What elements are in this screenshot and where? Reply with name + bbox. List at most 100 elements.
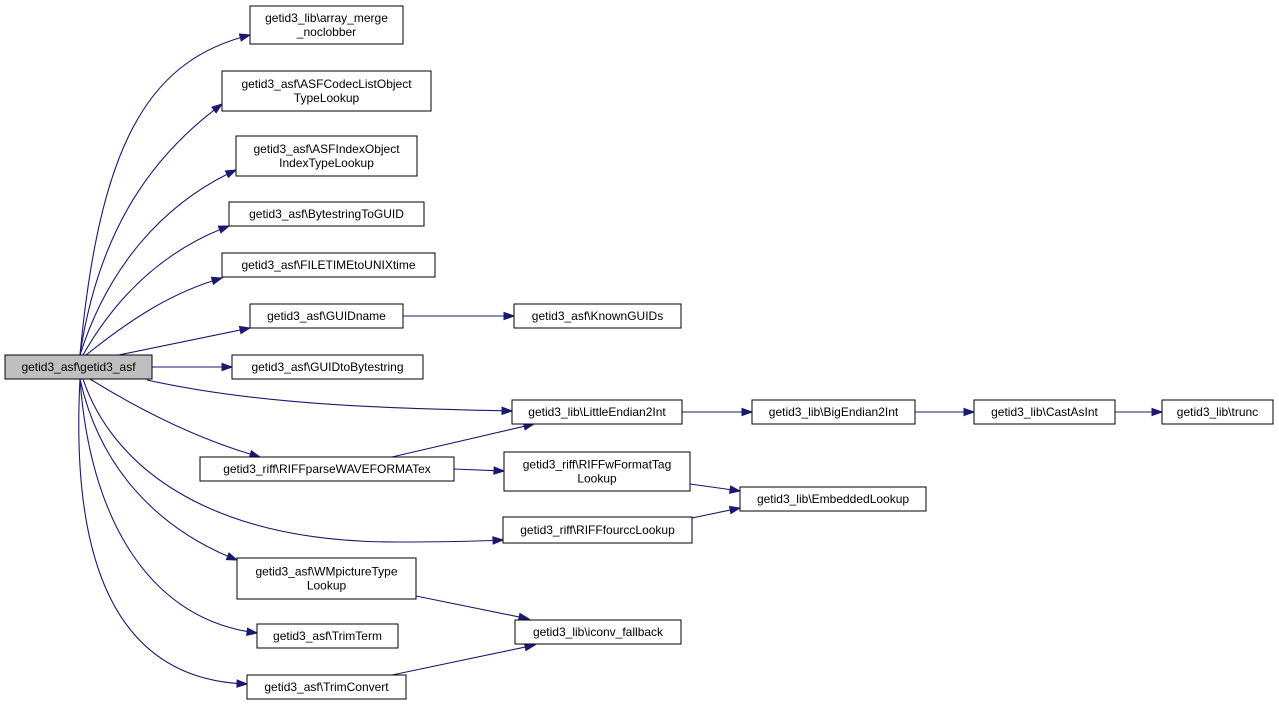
- node-label: getid3_asf\GUIDtoBytestring: [251, 360, 403, 374]
- node-label: getid3_lib\CastAsInt: [991, 405, 1098, 419]
- node-label: getid3_lib\array_merge: [265, 11, 388, 25]
- arrowhead-icon: [1151, 407, 1164, 417]
- node-box: [4, 354, 153, 380]
- node-label: getid3_riff\RIFFwFormatTag: [523, 458, 672, 472]
- edge-line: [79, 378, 258, 634]
- node-box: [1161, 399, 1274, 425]
- node-castint[interactable]: getid3_lib\CastAsInt: [973, 399, 1116, 425]
- node-label: getid3_asf\GUIDname: [267, 309, 386, 323]
- node-label: getid3_asf\ASFCodecListObject: [241, 77, 412, 91]
- node-trimterm[interactable]: getid3_asf\TrimTerm: [256, 623, 399, 649]
- arrowhead-icon: [217, 225, 231, 234]
- node-label: getid3_asf\TrimConvert: [264, 680, 389, 694]
- edge-castint-to-trunc: [1115, 407, 1164, 417]
- arrowhead-icon: [503, 311, 516, 321]
- node-trimconv[interactable]: getid3_asf\TrimConvert: [246, 674, 407, 700]
- node-box: [231, 354, 424, 380]
- edge-line: [82, 225, 230, 356]
- node-merge[interactable]: getid3_lib\array_merge_noclobber: [249, 5, 404, 45]
- arrowhead-icon: [246, 627, 259, 636]
- edge-root-to-codec: [79, 103, 224, 356]
- edges-layer: [78, 33, 1164, 688]
- edge-be2int-to-castint: [915, 407, 976, 417]
- node-label: TypeLookup: [294, 91, 360, 105]
- node-box: [739, 486, 927, 512]
- edge-line: [79, 378, 238, 561]
- node-box: [228, 201, 425, 227]
- node-be2int[interactable]: getid3_lib\BigEndian2Int: [751, 399, 916, 425]
- arrowhead-icon: [221, 362, 234, 372]
- edge-guidname-to-known: [403, 311, 516, 321]
- node-label: getid3_asf\KnownGUIDs: [532, 309, 663, 323]
- arrowhead-icon: [963, 407, 976, 417]
- arrowhead-icon: [728, 505, 742, 515]
- edge-root-to-bytes2g: [82, 225, 231, 356]
- node-iconv[interactable]: getid3_lib\iconv_fallback: [514, 619, 682, 645]
- edge-root-to-trimterm: [79, 378, 259, 636]
- node-g2bytes[interactable]: getid3_asf\GUIDtoBytestring: [231, 354, 424, 380]
- node-label: getid3_asf\TrimTerm: [273, 629, 382, 643]
- arrowhead-icon: [224, 169, 238, 179]
- node-label: _noclobber: [296, 25, 356, 39]
- node-root[interactable]: getid3_asf\getid3_asf: [4, 354, 153, 380]
- edge-root-to-merge: [79, 33, 252, 356]
- node-label: getid3_lib\EmbeddedLookup: [757, 492, 909, 506]
- edge-line: [391, 423, 535, 458]
- node-le2int[interactable]: getid3_lib\LittleEndian2Int: [511, 399, 683, 425]
- edge-root-to-filetime: [85, 276, 224, 356]
- node-riffwave[interactable]: getid3_riff\RIFFparseWAVEFORMATex: [199, 456, 455, 482]
- node-label: getid3_lib\iconv_fallback: [533, 625, 664, 639]
- edge-le2int-to-be2int: [682, 407, 754, 417]
- node-filetime[interactable]: getid3_asf\FILETIMEtoUNIXtime: [221, 252, 436, 278]
- edge-line: [85, 277, 223, 356]
- arrowhead-icon: [501, 406, 514, 416]
- node-box: [256, 623, 399, 649]
- edge-line: [691, 507, 741, 519]
- node-embedded[interactable]: getid3_lib\EmbeddedLookup: [739, 486, 927, 512]
- node-box: [511, 399, 683, 425]
- node-box: [502, 516, 693, 544]
- node-label: getid3_asf\getid3_asf: [21, 360, 136, 374]
- edge-root-to-riffwave: [89, 378, 262, 459]
- edge-line: [391, 644, 536, 676]
- edge-line: [453, 468, 505, 472]
- arrowhead-icon: [741, 407, 754, 417]
- node-label: getid3_asf\ASFIndexObject: [253, 142, 400, 156]
- node-box: [235, 135, 418, 177]
- edge-line: [79, 169, 237, 356]
- node-label: getid3_lib\BigEndian2Int: [769, 405, 899, 419]
- edge-fourcc-to-embedded: [691, 505, 742, 519]
- node-known[interactable]: getid3_asf\KnownGUIDs: [513, 303, 682, 329]
- arrowhead-icon: [523, 642, 537, 652]
- node-label: getid3_asf\BytestringToGUID: [249, 207, 404, 221]
- node-box: [221, 70, 432, 112]
- node-bytes2g[interactable]: getid3_asf\BytestringToGUID: [228, 201, 425, 227]
- edge-line: [82, 378, 504, 543]
- arrowhead-icon: [238, 33, 252, 42]
- edge-line: [689, 483, 741, 492]
- edge-line: [79, 34, 251, 356]
- edge-root-to-fourcc: [82, 378, 505, 545]
- edge-root-to-index: [79, 169, 238, 356]
- arrowhead-icon: [517, 612, 531, 622]
- node-box: [199, 456, 455, 482]
- node-label: getid3_lib\LittleEndian2Int: [528, 405, 666, 419]
- edge-line: [146, 379, 513, 412]
- node-fourcc[interactable]: getid3_riff\RIFFfourccLookup: [502, 516, 693, 544]
- edge-trimconv-to-iconv: [391, 642, 537, 676]
- node-trunc[interactable]: getid3_lib\trunc: [1161, 399, 1274, 425]
- edge-wformat-to-embedded: [689, 483, 742, 494]
- node-box: [246, 674, 407, 700]
- node-box: [249, 303, 404, 329]
- edge-line: [89, 378, 261, 458]
- edge-line: [415, 595, 530, 620]
- node-box: [514, 619, 682, 645]
- node-guidname[interactable]: getid3_asf\GUIDname: [249, 303, 404, 329]
- node-box: [513, 303, 682, 329]
- edge-root-to-g2bytes: [152, 362, 234, 372]
